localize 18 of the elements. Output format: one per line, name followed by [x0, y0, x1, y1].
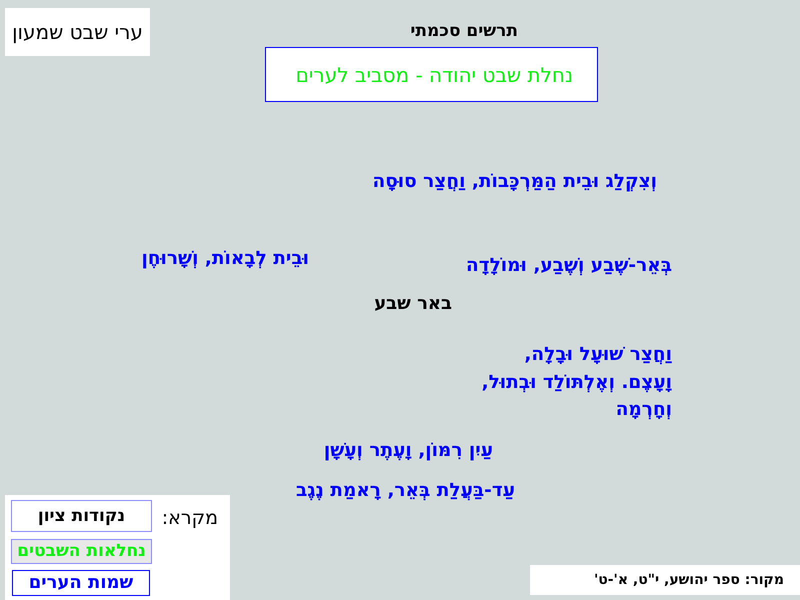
title: נחלת שבט יהודה - מסביב לערים — [296, 62, 573, 86]
legend-label: שמות הערים — [28, 572, 134, 594]
city-label: עַד-בַּעֲלַת בְּאֵר, רָאמַת נֶגֶב — [296, 478, 515, 502]
legend-label: נחלאות השבטים — [17, 541, 146, 562]
heading-box — [5, 8, 150, 56]
city-label: בְּאֵר-שֶׁבַע וְשֶׁבַע, וּמוֹלָדָה — [466, 254, 672, 276]
title-box — [265, 47, 598, 102]
source-panel — [530, 565, 800, 595]
place-label: באר שבע — [374, 292, 452, 314]
city-label: וְצִקְלַג וּבֵית הַמַּרְכָּבוֹת, וַחֲצַר סוּסָה — [372, 170, 657, 192]
city-label: וּבֵית לְבָאוֹת, וְשָׁרוּחֶן — [142, 246, 309, 270]
source-note: מקור: ספר יהושע, י"ט, א'-ט' — [594, 572, 784, 588]
legend-heading: מקרא: — [162, 506, 218, 530]
legend-label: נקודות ציון — [38, 506, 126, 526]
city-label: עַיִן רִמּוֹן, וָעֶתֶר וְעָשָׁן — [324, 438, 493, 462]
heading: ערי שבט שמעון — [12, 20, 143, 44]
subtitle: תרשים סכמתי — [410, 20, 518, 42]
city-label: וַחֲצַר שׁוּעָל וּבָלָה, וָעָצֶם. וְאֶלְתּוֹלַד וּבְתוּל, וְחָרְמָה — [482, 343, 672, 422]
